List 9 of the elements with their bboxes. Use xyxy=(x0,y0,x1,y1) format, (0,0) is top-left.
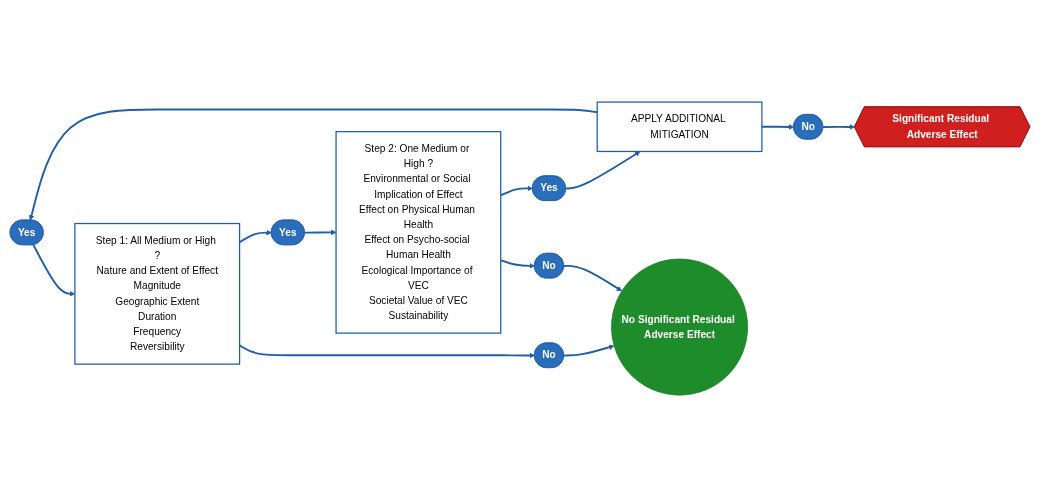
arrow xyxy=(303,229,337,236)
node-box: Step 2: One Medium or High ? Environmental or Social Implication of Effect Effect on Physical Human Health Effect on Psycho-social Human Health Ecological Importance of VEC Societal Value of VEC Sustainability xyxy=(335,130,502,334)
node-box: Step 1: All Medium or High ? Nature and Extent of Effect Magnitude Geographic Extent Duration Frequency Reversibility xyxy=(74,222,241,365)
arrow xyxy=(562,264,623,292)
arrow xyxy=(564,151,641,190)
arrow xyxy=(562,344,615,357)
arrow xyxy=(822,124,855,130)
node-box: APPLY ADDITIONAL MITIGATION xyxy=(596,101,763,152)
node-circle: No Significant Residual Adverse Effect xyxy=(611,258,748,396)
